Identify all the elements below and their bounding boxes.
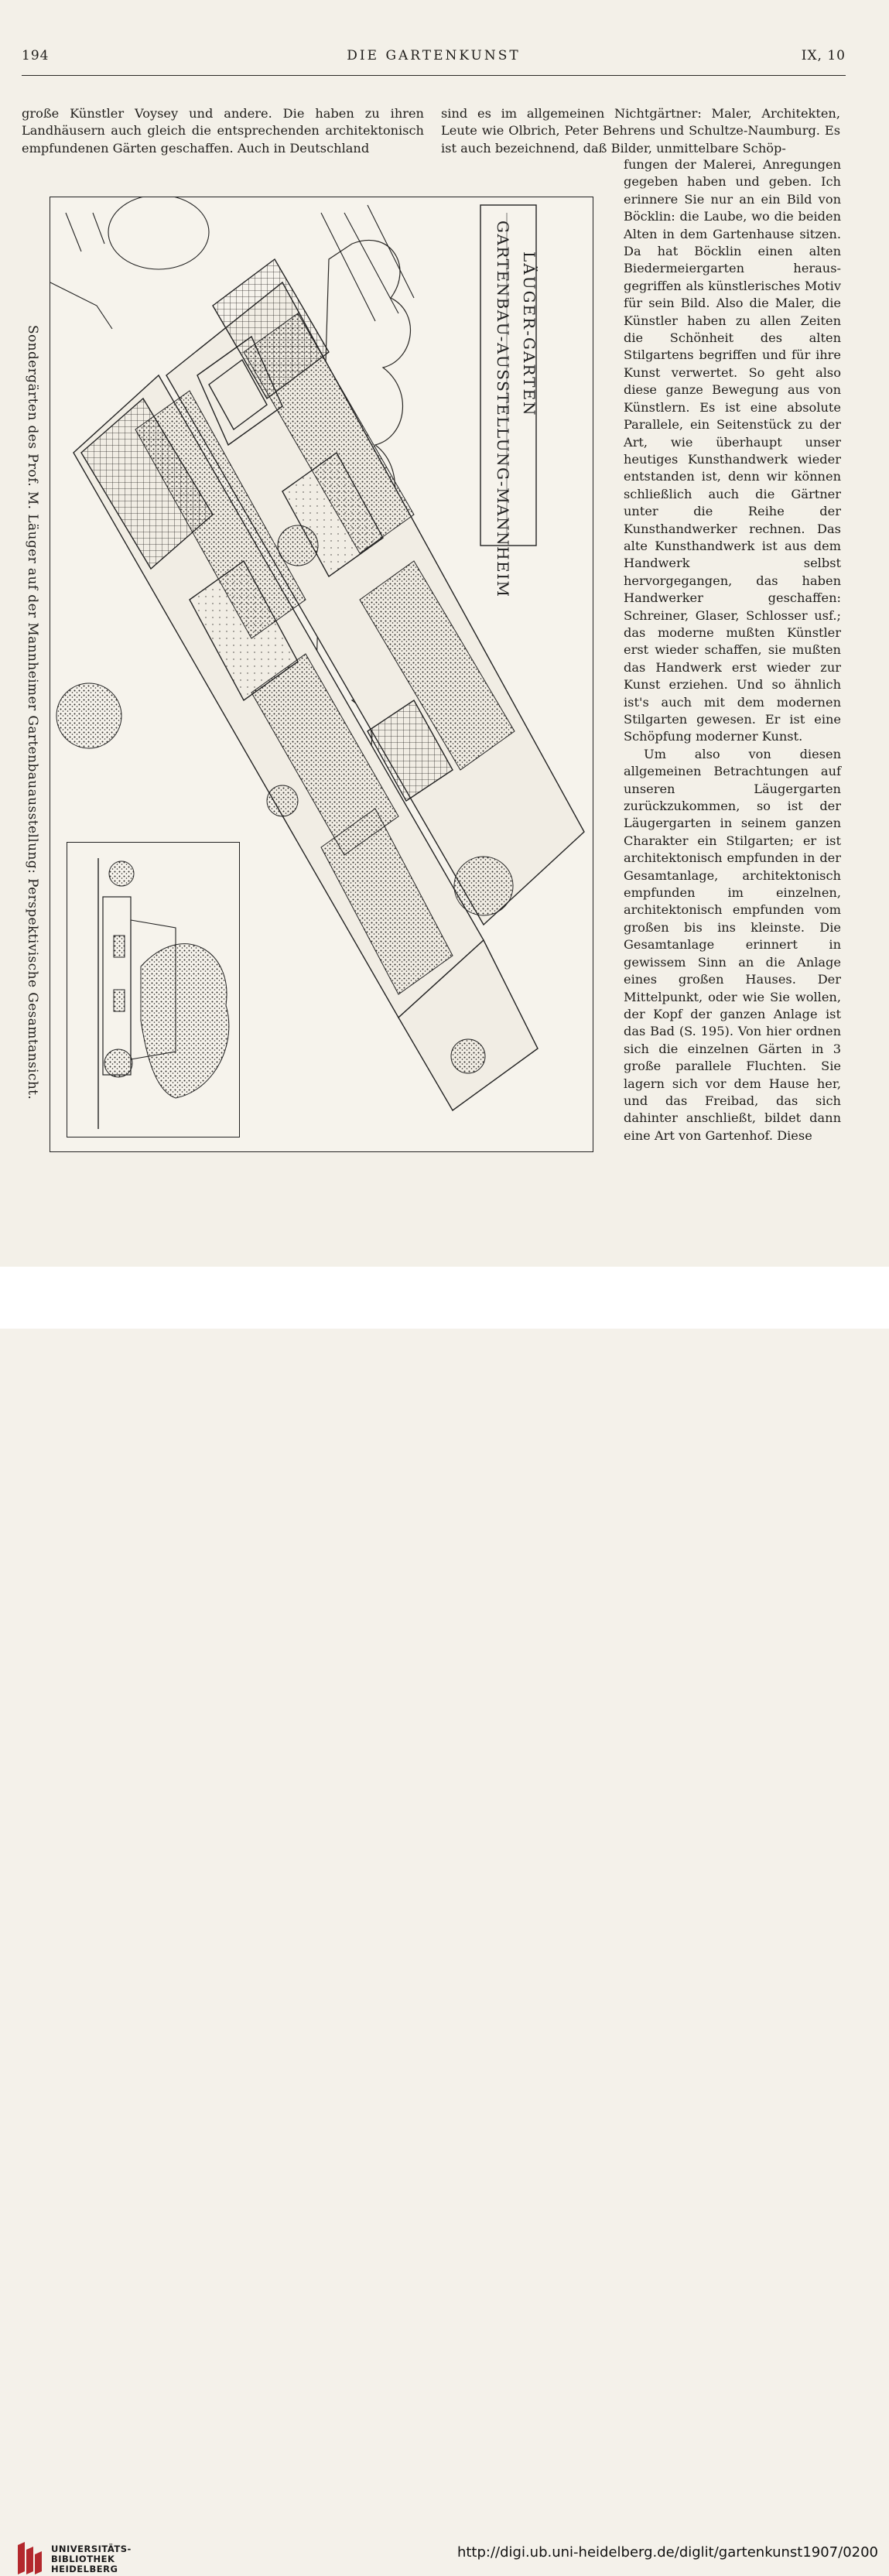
document-page: 194 DIE GARTENKUNST IX, 10 große Künstle… bbox=[0, 0, 889, 1267]
bath-house-inset-illustration bbox=[67, 842, 240, 1137]
header-rule bbox=[22, 75, 846, 76]
journal-title: DIE GARTENKUNST bbox=[347, 48, 521, 63]
inset-drawing bbox=[97, 858, 230, 1129]
paragraph-2: Um also von diesen allgemeinen Betrachtu… bbox=[624, 746, 841, 1143]
page-number: 194 bbox=[22, 48, 50, 63]
running-header: 194 DIE GARTENKUNST IX, 10 bbox=[22, 48, 846, 67]
garden-perspective-illustration: GARTENBAU-AUSSTELLUNG-MANNHEIM LÄUGER-GA… bbox=[50, 194, 593, 1152]
round-garden bbox=[50, 194, 415, 330]
figure-caption: Sondergärten des Prof. M. Läuger auf der… bbox=[25, 325, 40, 1100]
issue-number: IX, 10 bbox=[801, 48, 846, 63]
source-url-link[interactable]: http://digi.ub.uni-heidelberg.de/diglit/… bbox=[456, 2544, 878, 2561]
title-cartouche: GARTENBAU-AUSSTELLUNG-MANNHEIM LÄUGER-GA… bbox=[480, 204, 539, 598]
library-logo-icon bbox=[18, 2542, 42, 2574]
garden-drawing: GARTENBAU-AUSSTELLUNG-MANNHEIM LÄUGER-GA… bbox=[50, 194, 585, 1112]
column-right-text: fungen der Malerei, Anregungen gegeben h… bbox=[624, 156, 841, 1144]
paragraph-1: fungen der Malerei, Anregungen gegeben h… bbox=[624, 157, 841, 744]
figure-title-line1: GARTENBAU-AUSSTELLUNG-MANNHEIM bbox=[494, 221, 512, 598]
column-right-top-text: sind es im allgemeinen Nichtgärtner: Mal… bbox=[441, 106, 840, 156]
garden-complex bbox=[73, 258, 585, 1112]
digitization-footer: UNIVERSITÄTS- BIBLIOTHEK HEIDELBERG http… bbox=[0, 1267, 889, 2574]
library-name: UNIVERSITÄTS- BIBLIOTHEK HEIDELBERG bbox=[51, 2544, 132, 2574]
figure-title-line2: LÄUGER-GARTEN bbox=[520, 251, 539, 417]
column-left-text: große Künstler Voysey und andere. Die ha… bbox=[22, 106, 424, 156]
trees bbox=[56, 525, 514, 1074]
